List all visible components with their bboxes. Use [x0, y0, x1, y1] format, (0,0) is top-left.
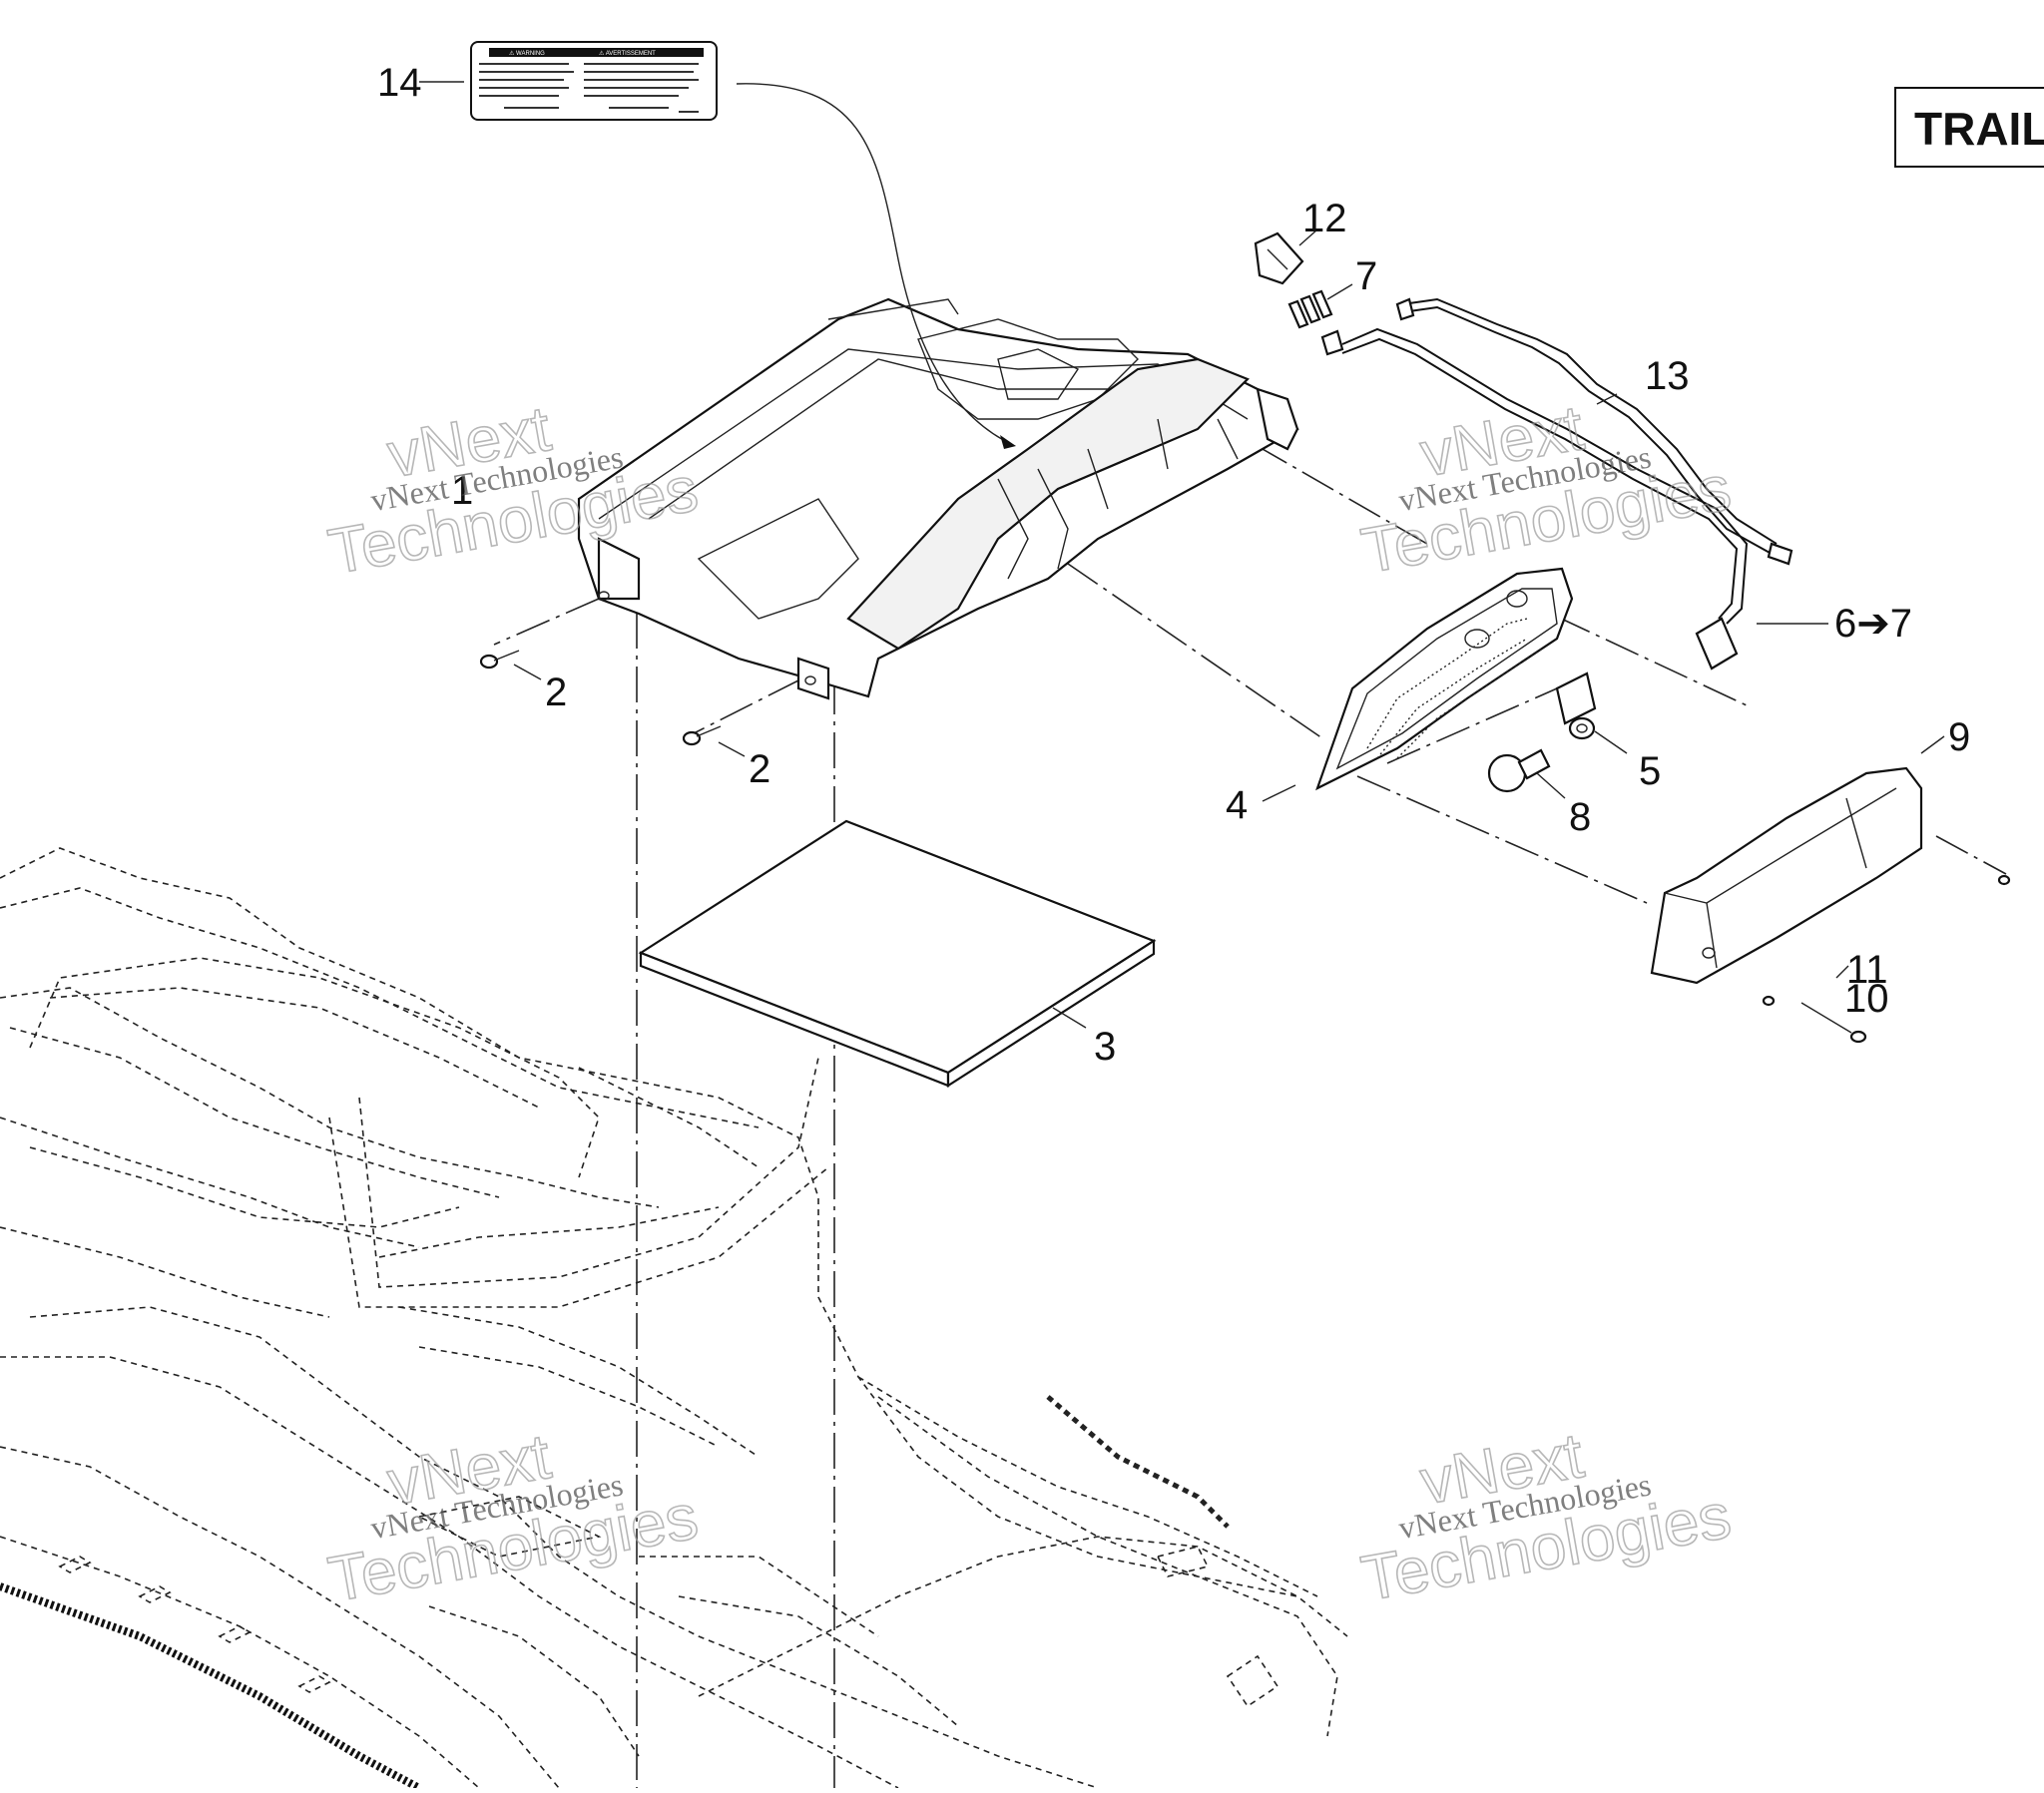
callout-8: 8 — [1569, 795, 1591, 839]
connector-housing — [1254, 231, 1304, 285]
washer — [1762, 995, 1776, 1007]
terminals — [1287, 289, 1344, 356]
chassis-frame — [0, 847, 1348, 1792]
trail-tag: TRAIL — [1894, 87, 2044, 168]
warning-decal: ⚠ WARNING ⚠ AVERTISSEMENT — [470, 41, 718, 121]
callout-14: 14 — [377, 61, 422, 105]
callout-10: 10 — [1844, 977, 1889, 1021]
callout-4: 4 — [1226, 783, 1248, 827]
callouts: 14 1 2 2 3 4 5 6➔7 7 8 9 10 11 12 13 — [377, 61, 1970, 1069]
decal-heading-left: ⚠ WARNING — [509, 50, 545, 57]
callout-5: 5 — [1639, 749, 1661, 793]
tail-light-housing — [1315, 567, 1574, 791]
decal-heading-right: ⚠ AVERTISSEMENT — [599, 50, 656, 57]
callout-13: 13 — [1645, 354, 1690, 398]
decal-leader-arrow — [1000, 435, 1016, 449]
bulb — [1487, 748, 1551, 793]
callout-2-right: 2 — [749, 747, 770, 791]
callout-leaders — [419, 81, 1945, 1029]
callout-2-left: 2 — [545, 671, 567, 714]
lens-screw — [1800, 1002, 1867, 1044]
foam-pad — [638, 819, 1157, 1089]
screw-left — [479, 650, 520, 670]
callout-3: 3 — [1094, 1025, 1116, 1069]
wiring-harness — [1341, 297, 1793, 671]
callout-1: 1 — [451, 469, 473, 513]
right-edge-washer — [1997, 874, 2011, 886]
callout-12: 12 — [1302, 197, 1347, 240]
trail-tag-text: TRAIL — [1914, 103, 2044, 155]
callout-11: 11 — [1846, 948, 1888, 992]
callout-6-to-7: 6➔7 — [1834, 602, 1912, 646]
screw-right — [682, 725, 722, 746]
decal-leader-line — [736, 83, 1014, 446]
socket-clip — [1555, 672, 1597, 740]
watermark-bottom-right: vNext Technologies vNext Technologies — [1355, 1418, 1737, 1615]
tail-light-lens — [1650, 766, 1923, 985]
callout-7: 7 — [1355, 254, 1377, 298]
callout-9: 9 — [1948, 715, 1970, 759]
watermark-top-right: vNext Technologies vNext Technologies — [1355, 390, 1737, 588]
watermark-bottom-left: vNext Technologies vNext Technologies — [322, 1419, 704, 1616]
cargo-rack — [577, 297, 1299, 700]
